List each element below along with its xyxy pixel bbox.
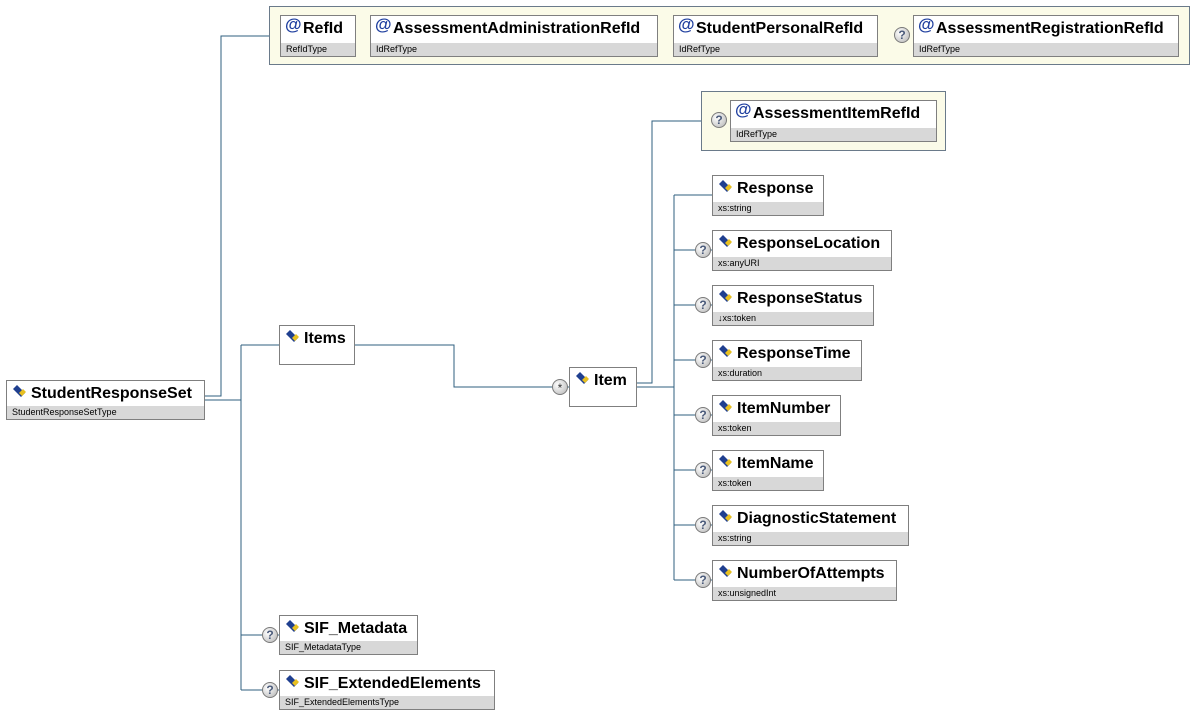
- attribute-name: AssessmentItemRefId: [753, 104, 921, 122]
- element-name: SIF_ExtendedElements: [304, 674, 481, 692]
- question-mark-icon: ?: [262, 627, 278, 643]
- question-mark-icon: ?: [695, 407, 711, 423]
- question-mark-icon: ?: [695, 462, 711, 478]
- element-name: ItemNumber: [737, 399, 831, 417]
- element-name: NumberOfAttempts: [737, 564, 885, 582]
- element-icon: [719, 454, 732, 467]
- attribute-type: IdRefType: [674, 43, 877, 56]
- element-icon: [286, 329, 299, 342]
- element-icon: [576, 371, 589, 384]
- element-type: SIF_MetadataType: [280, 641, 417, 654]
- attribute-type: IdRefType: [914, 43, 1178, 56]
- items-element[interactable]: Items: [279, 325, 355, 365]
- item-attribute-group: ? @AssessmentItemRefId IdRefType: [701, 91, 946, 151]
- attribute-name: AssessmentAdministrationRefId: [393, 19, 641, 37]
- element-type: StudentResponseSetType: [7, 406, 204, 419]
- element-icon: [719, 564, 732, 577]
- element-name: ResponseStatus: [737, 289, 863, 307]
- element-name: SIF_Metadata: [304, 619, 408, 637]
- element-name: StudentResponseSet: [31, 384, 192, 402]
- element-name: ResponseLocation: [737, 234, 881, 252]
- element-sif-extended-elements[interactable]: SIF_ExtendedElements SIF_ExtendedElement…: [279, 670, 495, 710]
- question-mark-icon: ?: [711, 112, 727, 128]
- element-icon: [286, 674, 299, 687]
- at-sign-icon: @: [285, 14, 302, 34]
- element-diagnostic-statement[interactable]: DiagnosticStatement xs:string: [712, 505, 909, 546]
- question-mark-icon: ?: [695, 517, 711, 533]
- element-name: Response: [737, 179, 814, 197]
- attribute-student-personal-refid[interactable]: @StudentPersonalRefId IdRefType: [673, 15, 878, 57]
- at-sign-icon: @: [735, 99, 752, 119]
- element-type: xs:token: [713, 422, 840, 435]
- element-item-number[interactable]: ItemNumber xs:token: [712, 395, 841, 436]
- at-sign-icon: @: [375, 14, 392, 34]
- root-attribute-group: @RefId RefIdType @AssessmentAdministrati…: [269, 6, 1190, 65]
- element-icon: [13, 384, 26, 397]
- element-icon: [719, 344, 732, 357]
- element-response-time[interactable]: ResponseTime xs:duration: [712, 340, 862, 381]
- element-response-location[interactable]: ResponseLocation xs:anyURI: [712, 230, 892, 271]
- element-response-status[interactable]: ResponseStatus ↓xs:token: [712, 285, 874, 326]
- element-type: SIF_ExtendedElementsType: [280, 696, 494, 709]
- element-icon: [286, 619, 299, 632]
- question-mark-icon: ?: [894, 27, 910, 43]
- element-sif-metadata[interactable]: SIF_Metadata SIF_MetadataType: [279, 615, 418, 655]
- element-name: ResponseTime: [737, 344, 851, 362]
- attribute-assessment-administration-refid[interactable]: @AssessmentAdministrationRefId IdRefType: [370, 15, 658, 57]
- multiplicity-icon: *: [552, 379, 568, 395]
- question-mark-icon: ?: [695, 572, 711, 588]
- attribute-refid[interactable]: @RefId RefIdType: [280, 15, 356, 57]
- element-type: xs:duration: [713, 367, 861, 380]
- element-name: Items: [304, 329, 346, 347]
- attribute-assessment-registration-refid[interactable]: @AssessmentRegistrationRefId IdRefType: [913, 15, 1179, 57]
- element-icon: [719, 289, 732, 302]
- element-item-name[interactable]: ItemName xs:token: [712, 450, 824, 491]
- element-icon: [719, 509, 732, 522]
- element-type: xs:token: [713, 477, 823, 490]
- element-type: xs:anyURI: [713, 257, 891, 270]
- question-mark-icon: ?: [695, 242, 711, 258]
- element-name: ItemName: [737, 454, 814, 472]
- at-sign-icon: @: [918, 14, 935, 34]
- root-element[interactable]: StudentResponseSet StudentResponseSetTyp…: [6, 380, 205, 420]
- element-icon: [719, 399, 732, 412]
- element-name: DiagnosticStatement: [737, 509, 897, 527]
- attribute-name: StudentPersonalRefId: [696, 19, 864, 37]
- attribute-type: IdRefType: [371, 43, 657, 56]
- item-element[interactable]: Item: [569, 367, 637, 407]
- question-mark-icon: ?: [262, 682, 278, 698]
- element-type: xs:unsignedInt: [713, 587, 896, 600]
- question-mark-icon: ?: [695, 297, 711, 313]
- element-response[interactable]: Response xs:string: [712, 175, 824, 216]
- attribute-assessment-item-refid[interactable]: @AssessmentItemRefId IdRefType: [730, 100, 937, 142]
- question-mark-icon: ?: [695, 352, 711, 368]
- attribute-name: AssessmentRegistrationRefId: [936, 19, 1164, 37]
- element-icon: [719, 179, 732, 192]
- attribute-name: RefId: [303, 19, 343, 37]
- element-name: Item: [594, 371, 627, 389]
- element-type: xs:string: [713, 532, 908, 545]
- element-icon: [719, 234, 732, 247]
- element-number-of-attempts[interactable]: NumberOfAttempts xs:unsignedInt: [712, 560, 897, 601]
- at-sign-icon: @: [678, 14, 695, 34]
- attribute-type: RefIdType: [281, 43, 355, 56]
- element-type: xs:string: [713, 202, 823, 215]
- element-type: ↓xs:token: [713, 312, 873, 325]
- attribute-type: IdRefType: [731, 128, 936, 141]
